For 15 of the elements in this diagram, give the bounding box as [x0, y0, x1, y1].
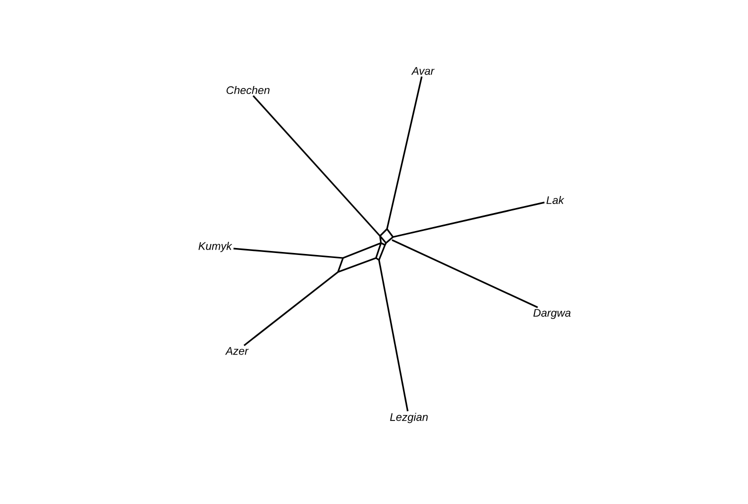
taxon-label: Avar [411, 67, 435, 75]
taxon-label: Lezgian [390, 412, 428, 424]
taxon-label: Azer [225, 347, 249, 355]
branch-line [252, 95, 381, 237]
branch-line [392, 202, 545, 238]
branch-line [392, 239, 538, 308]
branch-line [386, 76, 423, 230]
branch-line [244, 271, 338, 346]
taxon-label: Kumyk [198, 242, 232, 252]
taxon-label: Dargwa [533, 309, 571, 319]
split-network-drawing [337, 228, 394, 273]
branch-line [233, 248, 344, 259]
taxon-label: Lak [546, 196, 564, 204]
taxon-label: Chechen [226, 86, 270, 94]
branch-line [378, 260, 408, 412]
